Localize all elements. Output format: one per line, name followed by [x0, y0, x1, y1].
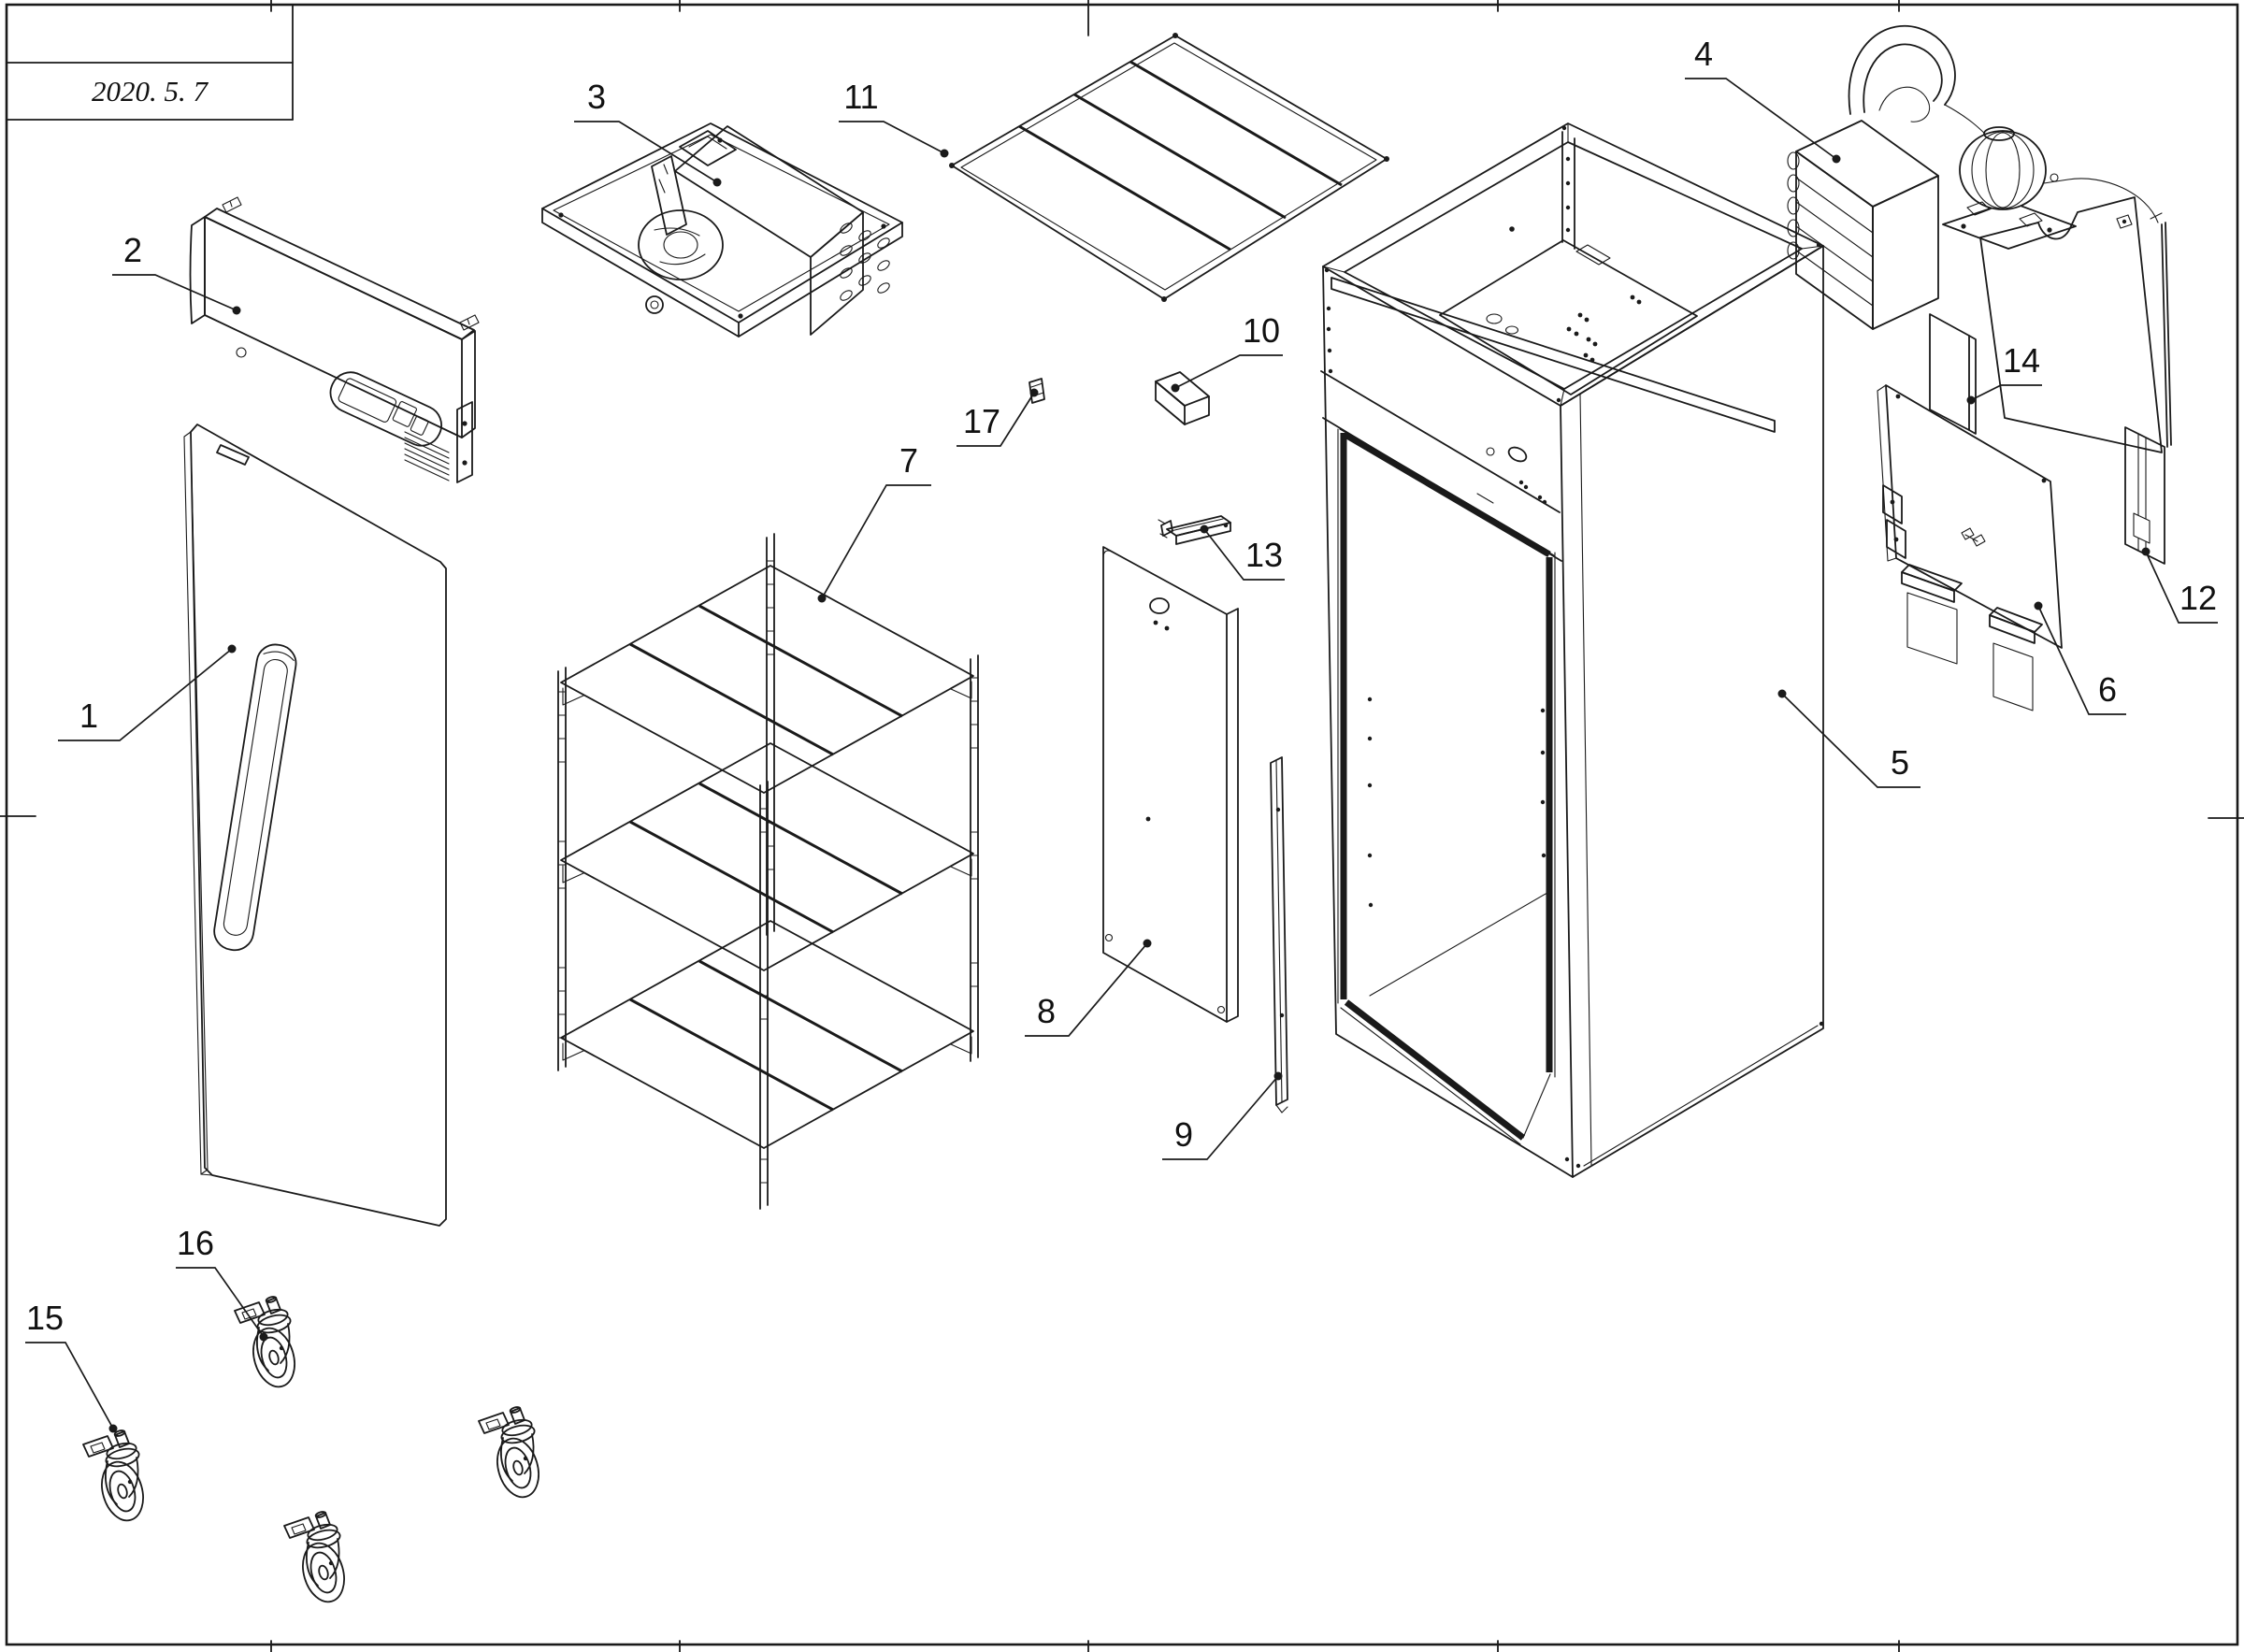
part-trim-strip — [1270, 756, 1288, 1113]
callout-12-number: 12 — [2179, 579, 2217, 617]
callout-10: 10 — [1171, 311, 1283, 393]
part-evaporator-assembly — [541, 122, 903, 338]
callout-5-number: 5 — [1891, 743, 1909, 782]
callout-16: 16 — [176, 1224, 268, 1342]
callout-5: 5 — [1777, 689, 1920, 788]
callout-7-number: 7 — [899, 441, 918, 480]
callout-9: 9 — [1162, 1071, 1283, 1160]
callout-13: 13 — [1200, 524, 1285, 581]
callout-15: 15 — [25, 1299, 118, 1433]
callout-15-number: 15 — [26, 1299, 64, 1337]
revision-date: 2020. 5. 7 — [92, 75, 209, 108]
callout-17: 17 — [957, 388, 1039, 447]
callout-7: 7 — [817, 441, 931, 603]
callout-10-number: 10 — [1243, 311, 1280, 350]
callout-11: 11 — [839, 78, 949, 158]
callout-14: 14 — [1966, 341, 2042, 405]
callout-8-number: 8 — [1037, 992, 1056, 1030]
callout-3: 3 — [574, 78, 722, 187]
callout-3-number: 3 — [587, 78, 606, 116]
callout-14-number: 14 — [2003, 341, 2040, 380]
part-bracket — [1158, 515, 1231, 545]
part-condensing-unit — [1787, 24, 2172, 453]
part-rear-panel — [1877, 384, 2063, 711]
part-caster-front — [283, 1510, 352, 1608]
part-top-panel — [189, 196, 480, 483]
part-door — [183, 424, 447, 1227]
callout-16-number: 16 — [177, 1224, 214, 1262]
part-tall-vent-grille — [1929, 313, 1977, 435]
callout-1: 1 — [58, 644, 237, 741]
part-wire-shelf — [949, 33, 1389, 302]
part-spacer-block — [1155, 371, 1210, 425]
part-perforated-panel — [1102, 546, 1239, 1023]
callout-9-number: 9 — [1174, 1115, 1193, 1154]
part-caster-15 — [82, 1429, 151, 1527]
callout-4: 4 — [1685, 35, 1841, 164]
callout-2: 2 — [112, 231, 241, 315]
callout-1-number: 1 — [79, 697, 98, 735]
part-shelf-rack — [557, 533, 979, 1210]
part-small-vent-grille — [2124, 426, 2165, 565]
part-caster-rear — [478, 1405, 546, 1503]
callout-11-number: 11 — [843, 78, 878, 116]
callout-6-number: 6 — [2098, 670, 2117, 709]
part-cabinet-body — [1320, 122, 1824, 1178]
revision-date-box: 2020. 5. 7 — [6, 4, 294, 121]
callout-12: 12 — [2141, 547, 2218, 624]
callout-17-number: 17 — [963, 402, 1000, 440]
callout-13-number: 13 — [1245, 536, 1283, 574]
callout-8: 8 — [1025, 939, 1152, 1037]
callout-4-number: 4 — [1694, 35, 1713, 73]
callout-6: 6 — [2034, 601, 2126, 715]
callout-2-number: 2 — [123, 231, 142, 269]
